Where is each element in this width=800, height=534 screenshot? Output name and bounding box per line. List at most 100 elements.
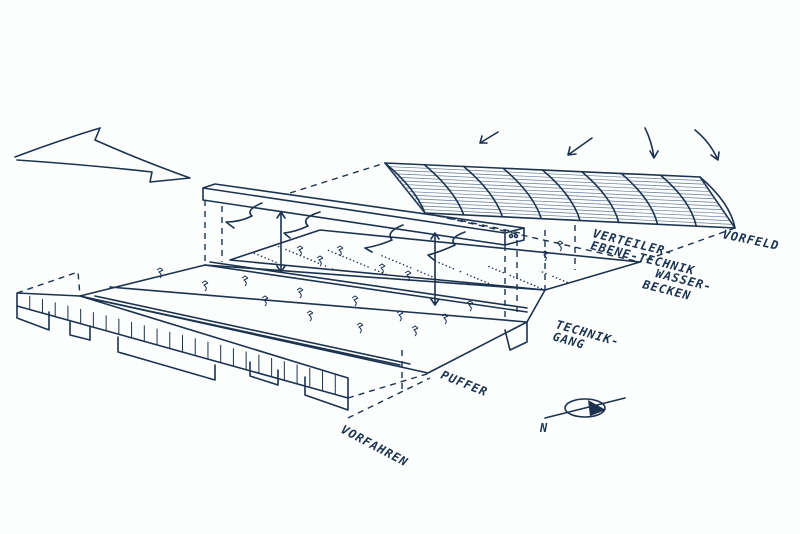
basin-dot	[495, 268, 497, 271]
basin-dot	[438, 261, 440, 264]
basin-dot	[545, 272, 547, 275]
airflow-arrow-icon	[356, 322, 364, 334]
basin-dot	[519, 279, 522, 281]
airflow-arrow-icon	[156, 267, 164, 279]
basin-dot	[310, 259, 313, 261]
roof-hatch-line	[402, 184, 716, 200]
height-arrows	[276, 211, 440, 306]
basin-dot	[275, 261, 277, 264]
basin-dot	[352, 260, 355, 262]
basin-dot	[331, 251, 333, 253]
roof-rib	[620, 172, 659, 226]
basin-dot	[285, 248, 287, 251]
basin-dot	[512, 276, 515, 278]
basin-dot	[399, 262, 401, 265]
roof-hatch-line	[404, 187, 718, 203]
north-compass-icon: N	[539, 397, 626, 435]
roof-hatch-line	[387, 166, 703, 181]
basin-dot	[509, 274, 512, 277]
airflow-arrows	[156, 240, 564, 337]
roof-hatch-line	[413, 198, 726, 214]
sun-rays-arrows	[479, 127, 720, 161]
basin-dot	[342, 255, 344, 258]
airflow-arrow-icon	[351, 295, 359, 307]
roof-hatch-line	[407, 191, 721, 207]
north-label: N	[539, 421, 548, 435]
label-vorfahren: VORFAHREN	[339, 422, 411, 469]
basin-dot	[306, 257, 309, 260]
roof-hatch-line	[419, 205, 731, 222]
basin-dot	[533, 284, 536, 287]
basin-dot	[487, 282, 490, 285]
basin-dot	[384, 256, 387, 259]
basin-dot	[277, 245, 280, 248]
basin-dot	[448, 266, 451, 268]
airflow-arrow-icon	[261, 295, 269, 307]
roof-hatch-line	[422, 209, 733, 225]
airflow-arrow-icon	[296, 287, 304, 299]
airflow-arrow-icon	[316, 255, 324, 267]
basin-dot	[392, 259, 394, 262]
basin-dot	[257, 253, 259, 256]
basin-dot	[274, 244, 276, 246]
basin-dot	[559, 278, 561, 281]
basin-dot	[477, 278, 479, 280]
basin-dot	[484, 281, 486, 283]
basin-dot	[466, 273, 469, 276]
ductwork-icons	[225, 202, 466, 261]
basin-dot	[530, 283, 532, 286]
basin-dot	[292, 251, 294, 254]
basin-dot	[480, 279, 483, 282]
basin-dot	[473, 276, 476, 279]
basin-dot	[537, 286, 539, 288]
basin-dot	[491, 283, 493, 286]
solar-roof-panel	[384, 162, 736, 229]
basin-dot	[331, 268, 334, 270]
basin-dot	[498, 270, 501, 272]
basin-dot	[552, 275, 554, 278]
airflow-arrow-icon	[466, 300, 474, 312]
basin-dot	[267, 258, 270, 261]
basin-dot	[303, 256, 305, 258]
basin-dot	[438, 278, 440, 281]
roof-rib	[581, 170, 620, 224]
roof-rib	[699, 176, 736, 229]
basin-dot	[271, 259, 274, 262]
roof-rib	[541, 169, 581, 222]
basin-dot	[384, 273, 387, 276]
basin-dot	[406, 265, 408, 268]
main-deck	[79, 261, 546, 374]
basin-dot	[317, 262, 320, 264]
basin-dot	[377, 270, 380, 273]
basin-dot	[516, 277, 519, 280]
airflow-arrow-icon	[296, 245, 304, 257]
airflow-arrow-icon	[441, 313, 449, 325]
basin-dot	[402, 263, 405, 266]
basin-dot	[324, 265, 327, 267]
basin-dot	[313, 260, 316, 263]
basin-dot	[470, 275, 472, 277]
basin-dot	[562, 280, 565, 282]
basin-dot	[388, 258, 391, 260]
roof-rib	[462, 165, 504, 218]
basin-dot	[555, 277, 558, 279]
basin-dot	[395, 261, 398, 263]
basin-dot	[360, 263, 362, 265]
basin-dot	[459, 270, 462, 273]
basin-dot	[420, 271, 423, 273]
roof-hatch-line	[399, 180, 713, 196]
basin-dot	[288, 250, 291, 252]
roof-rib	[423, 163, 465, 216]
airflow-arrow-icon	[336, 245, 344, 257]
parking-row	[16, 292, 349, 411]
basin-dot	[295, 253, 298, 255]
basin-dot	[356, 261, 359, 264]
airflow-arrow-icon	[556, 240, 564, 252]
basin-dot	[381, 255, 383, 257]
basin-dot	[374, 269, 376, 271]
basin-dot	[488, 265, 490, 268]
basin-dot	[502, 271, 504, 274]
basin-dot	[541, 271, 544, 273]
basin-dot	[345, 257, 348, 259]
